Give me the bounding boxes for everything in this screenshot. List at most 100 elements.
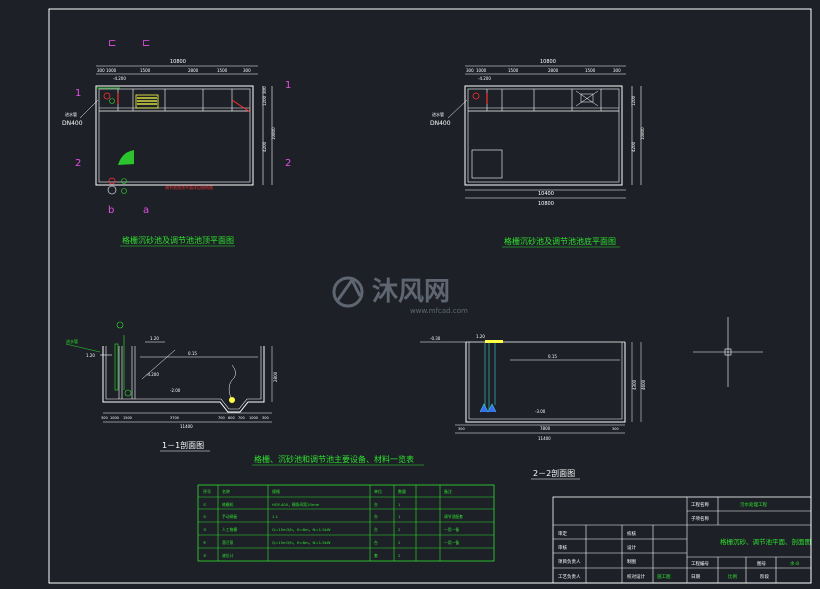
grille-cover-icon	[485, 340, 503, 343]
table-cell: 手动闸板	[222, 514, 237, 519]
svg-text:300: 300	[262, 86, 267, 94]
watermark-url: www.mfcad.com	[410, 307, 468, 315]
section-2-title: 2－2剖面图	[533, 468, 575, 478]
section-mark-a: a	[143, 205, 149, 216]
plan-top-pipe-note: 进水管	[65, 111, 77, 117]
title-block-cell: 工艺负责人	[558, 573, 581, 580]
table-cell: 液位计	[222, 553, 234, 558]
title-block-cell: 制图	[627, 558, 636, 565]
svg-text:子项名称: 子项名称	[691, 515, 709, 522]
svg-text:水-8: 水-8	[790, 560, 799, 567]
svg-text:700: 700	[238, 416, 245, 420]
callout-1-left: 1	[75, 88, 81, 99]
plan-bottom-view: 10800 300 1000 1500 2800 1500 300 -4.200…	[430, 59, 645, 248]
svg-text:300: 300	[612, 427, 619, 431]
table-cell: 格栅机	[222, 502, 234, 507]
svg-text:10800: 10800	[640, 127, 645, 140]
plan-bottom-pipe-label: DN400	[430, 120, 451, 127]
table-header-cell: 序号	[203, 488, 211, 494]
callout-2-right: 2	[285, 158, 291, 169]
title-block-rows: 审定校核审核设计项目负责人制图工艺负责人校对设计施工图	[558, 530, 671, 580]
svg-text:11400: 11400	[538, 436, 551, 441]
table-cell: 台	[374, 540, 378, 545]
table-header-cell: 备注	[444, 488, 452, 494]
svg-text:4200: 4200	[631, 141, 636, 152]
plan-top-pipe-elev: -4.200	[113, 76, 126, 81]
svg-text:比例: 比例	[728, 573, 737, 580]
svg-text:300: 300	[243, 68, 251, 73]
svg-text:工程名称: 工程名称	[691, 501, 709, 508]
table-cell: 一用一备	[444, 527, 459, 532]
table-cell: ③	[203, 527, 207, 532]
svg-text:1.20: 1.20	[150, 336, 159, 341]
plan-top-red-note: 调节池池顶平面详见结构图	[165, 184, 213, 190]
svg-text:1.20: 1.20	[86, 353, 95, 358]
svg-text:1200: 1200	[262, 95, 267, 106]
table-cell: 调节池配套	[444, 514, 463, 519]
svg-text:图号: 图号	[757, 561, 766, 567]
svg-text:-0.30: -0.30	[430, 336, 441, 341]
section-2-view: -0.30 1.20 0.15 -3.00 300 7800 300 11400…	[420, 334, 646, 480]
table-cell: ②	[203, 514, 207, 519]
title-block-cell: 审定	[558, 530, 567, 537]
equipment-table-title: 格栅、沉砂池和调节池主要设备、材料一览表	[254, 454, 414, 464]
svg-text:3700: 3700	[170, 416, 179, 420]
svg-text:进水管: 进水管	[66, 338, 78, 344]
table-cell: 一用一备	[444, 540, 459, 545]
svg-text:2800: 2800	[548, 68, 559, 73]
svg-text:300: 300	[458, 427, 465, 431]
submersible-pump-icon	[479, 403, 497, 413]
table-cell: 套	[374, 553, 378, 558]
title-block-cell: 设计	[627, 544, 636, 551]
svg-text:4200: 4200	[262, 141, 267, 152]
plan-top-view: 10800 300 1000 1500 2800 1500 300 -4.200…	[62, 38, 291, 247]
svg-text:11400: 11400	[180, 424, 193, 429]
title-block-cell: 审核	[558, 544, 567, 551]
svg-text:300: 300	[613, 68, 621, 73]
watermark-logo-icon	[332, 276, 364, 308]
svg-text:4300: 4300	[632, 379, 637, 390]
svg-text:1500: 1500	[585, 68, 596, 73]
svg-text:10800: 10800	[540, 59, 556, 65]
svg-text:10800: 10800	[538, 201, 554, 207]
table-header-cell: 数量	[398, 488, 406, 494]
grille-icon	[135, 94, 159, 109]
svg-text:1000: 1000	[249, 416, 258, 420]
svg-text:进水管: 进水管	[432, 111, 444, 117]
table-cell: 台	[374, 527, 378, 532]
table-cell: ⑤	[203, 553, 207, 558]
svg-text:4600: 4600	[641, 379, 646, 390]
section-mark-b: b	[108, 205, 114, 216]
svg-text:0.15: 0.15	[188, 351, 197, 356]
section-mark-icon: ⊏	[142, 38, 150, 49]
table-header-cell: 名称	[222, 488, 230, 494]
svg-text:2800: 2800	[188, 68, 199, 73]
table-cell: Q=15m3/h，H=8m，N=1.5kW	[272, 527, 331, 532]
svg-text:1.20: 1.20	[476, 334, 485, 339]
svg-text:1000: 1000	[106, 68, 117, 73]
plan-bottom-title: 格栅沉砂池及调节池池底平面图	[504, 236, 616, 246]
svg-text:7800: 7800	[540, 426, 551, 431]
callout-2-left: 2	[75, 158, 81, 169]
svg-text:300: 300	[466, 68, 474, 73]
svg-text:-2.00: -2.00	[170, 388, 181, 393]
table-cell: 人工格栅	[222, 527, 237, 532]
cad-crosshair-icon	[693, 317, 763, 387]
svg-text:2800: 2800	[273, 371, 278, 382]
table-header-cell: 单位	[374, 488, 382, 494]
svg-text:700: 700	[218, 416, 225, 420]
plan-top-title: 格栅沉砂池及调节池池顶平面图	[122, 235, 234, 245]
svg-text:0.15: 0.15	[548, 354, 557, 359]
svg-text:1500: 1500	[123, 416, 132, 420]
section-mark-icon: ⊏	[108, 38, 116, 49]
table-cell: 台	[374, 502, 378, 507]
table-cell: 2	[398, 540, 401, 545]
svg-text:600: 600	[228, 416, 235, 420]
watermark: 沐风网 www.mfcad.com	[332, 276, 468, 315]
svg-text:300: 300	[262, 416, 269, 420]
svg-text:300: 300	[97, 68, 105, 73]
table-cell: 台	[374, 514, 378, 519]
table-cell: 1	[398, 514, 401, 519]
